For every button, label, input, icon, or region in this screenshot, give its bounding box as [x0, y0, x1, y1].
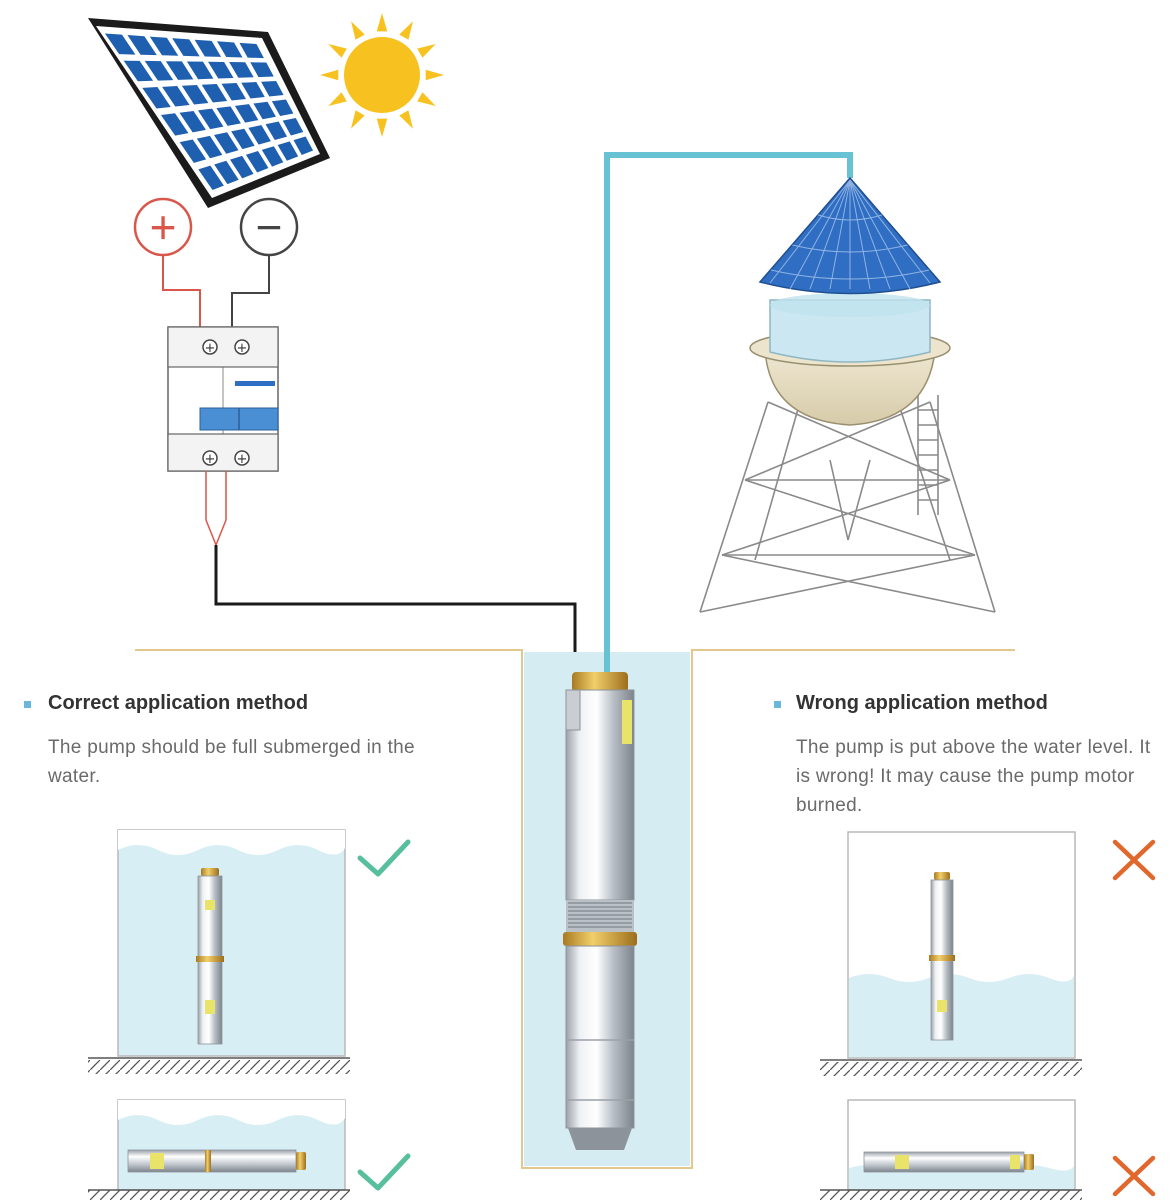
submersible-pump-icon	[563, 672, 637, 1150]
sun-icon	[320, 13, 444, 137]
wrong-method-heading: Wrong application method	[796, 692, 1048, 714]
correct-method-description: The pump should be full submerged in the…	[48, 737, 415, 787]
water-tower-icon	[699, 176, 996, 613]
svg-text:+: +	[237, 341, 248, 356]
wrong-horizontal-example	[820, 1099, 1082, 1200]
water-pipe	[604, 152, 853, 685]
solar-panel-icon	[88, 18, 330, 208]
circuit-breaker-icon: + + + +	[167, 326, 279, 472]
pump-cable	[214, 545, 577, 690]
checkmark-icon	[357, 839, 411, 877]
breaker-output-wire	[205, 471, 227, 548]
positive-wire	[162, 255, 201, 330]
bullet-icon	[24, 701, 31, 708]
cross-icon	[1112, 839, 1156, 881]
negative-terminal-icon: −	[239, 197, 299, 257]
wrong-vertical-example	[820, 831, 1082, 1076]
correct-vertical-example	[88, 829, 350, 1074]
bullet-icon	[774, 701, 781, 708]
svg-text:+: +	[205, 341, 216, 356]
cross-icon	[1112, 1155, 1156, 1197]
checkmark-icon	[357, 1153, 411, 1191]
svg-text:+: +	[237, 452, 248, 467]
svg-text:+: +	[205, 452, 216, 467]
wrong-method-description: The pump is put above the water level. I…	[796, 737, 1151, 816]
positive-symbol: +	[150, 201, 177, 253]
negative-symbol: −	[256, 201, 283, 253]
correct-method-heading: Correct application method	[48, 692, 309, 714]
negative-wire	[231, 255, 270, 330]
correct-horizontal-example	[88, 1099, 350, 1200]
positive-terminal-icon: +	[133, 197, 193, 257]
ground-and-well-outline	[135, 649, 1015, 1169]
